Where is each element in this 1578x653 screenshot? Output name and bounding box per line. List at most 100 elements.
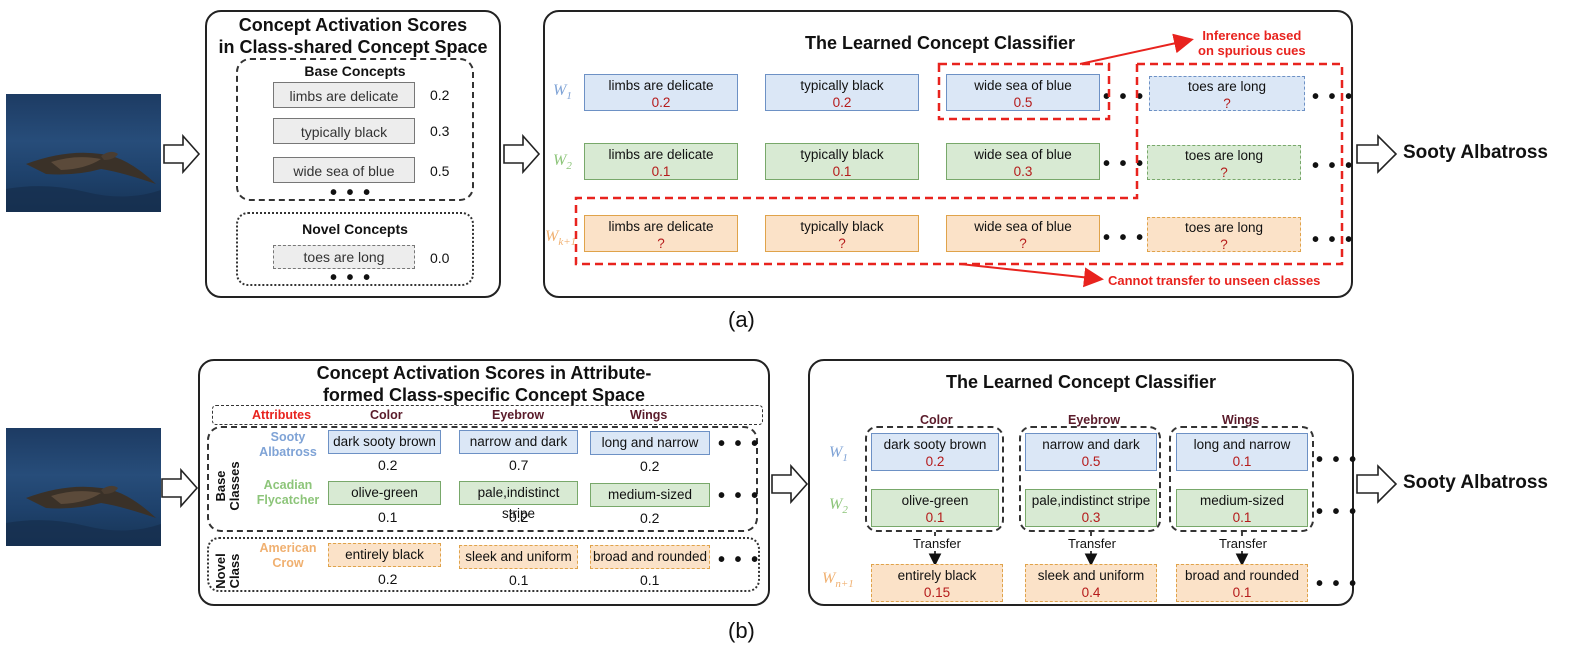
- base-concept-2: typically black: [273, 118, 415, 144]
- b-acadian-color: olive-green: [328, 481, 441, 505]
- annotation-unseen: Cannot transfer to unseen classes: [1108, 273, 1321, 288]
- arrow-a-2: [503, 134, 541, 174]
- scores-title-b: Concept Activation Scores in Attribute-f…: [316, 363, 652, 405]
- transfer-label-3: Transfer: [1217, 536, 1269, 551]
- wk1-label-a: Wk+1: [545, 228, 577, 249]
- w2-label-b: W2: [829, 496, 848, 517]
- wn1-label-b: Wn+1: [822, 570, 854, 591]
- group-eyebrow: [1019, 426, 1161, 532]
- novel-concepts-box: [236, 212, 474, 286]
- classifier-title-b: The Learned Concept Classifier: [945, 372, 1217, 392]
- attr-eyebrow-b: Eyebrow: [492, 408, 545, 422]
- novel-concepts-header: Novel Concepts: [302, 221, 408, 237]
- ellipsis-b-cls-r2: • • •: [1316, 501, 1359, 523]
- cls-a-r1-c4: toes are long?: [1149, 76, 1305, 111]
- red-annotation-overlay-a: [574, 33, 1344, 288]
- b-sooty-wings: long and narrow: [590, 431, 710, 455]
- base-score-3: 0.5: [430, 163, 450, 179]
- arrow-b-1: [161, 468, 199, 508]
- attr-color-b: Color: [370, 408, 403, 422]
- w1-label-b: W1: [829, 444, 848, 465]
- cls-a-r2-c4: toes are long?: [1147, 145, 1301, 180]
- b-acadian-wings: medium-sized: [590, 483, 710, 507]
- base-concept-3: wide sea of blue: [273, 157, 415, 183]
- novel-concept-1: toes are long: [273, 245, 415, 269]
- spurious-cue-highlight: [937, 62, 1111, 121]
- b-acadian-wings-score: 0.2: [640, 510, 660, 526]
- cls-a-r3-c3: wide sea of blue?: [946, 215, 1100, 252]
- arrow-a-1: [163, 134, 201, 174]
- base-classes-label: Base Classes: [213, 461, 242, 511]
- classifier-title-a: The Learned Concept Classifier: [804, 33, 1076, 53]
- arrow-unseen: [959, 263, 1104, 288]
- arrow-spurious: [1079, 33, 1194, 65]
- cls-a-r3-c2: typically black?: [765, 215, 919, 252]
- attr-wings-cls: Wings: [1222, 413, 1260, 427]
- cls-a-r3-c4: toes are long?: [1147, 217, 1301, 252]
- w1-label-a: W1: [553, 82, 572, 103]
- novel-class-label: Novel Class: [213, 553, 242, 589]
- b-sooty-eyebrow-score: 0.7: [509, 457, 529, 473]
- novel-score-1: 0.0: [430, 250, 450, 266]
- b-crow-color-score: 0.2: [378, 571, 398, 587]
- ellipsis-a-r3: • • •: [1103, 227, 1146, 249]
- group-color: [865, 426, 1004, 532]
- caption-a: (a): [728, 307, 755, 332]
- b-sooty-eyebrow: narrow and dark: [459, 430, 578, 454]
- novel-class-box: [207, 537, 760, 592]
- ellipsis-a-r1b: • • •: [1312, 86, 1355, 108]
- base-ellipsis: • • •: [330, 182, 373, 204]
- b-crow-wings-score: 0.1: [640, 572, 660, 588]
- ellipsis-a-r3b: • • •: [1312, 229, 1355, 251]
- ellipsis-b-r1: • • •: [718, 433, 761, 455]
- ellipsis-a-r2: • • •: [1103, 153, 1146, 175]
- base-score-1: 0.2: [430, 87, 450, 103]
- attributes-row-box: [212, 405, 763, 425]
- arrow-b-2: [771, 464, 809, 504]
- b-acadian-eyebrow-score: 0.2: [509, 509, 529, 525]
- transfer-label-2: Transfer: [1066, 536, 1118, 551]
- attr-wings-b: Wings: [630, 408, 668, 422]
- attributes-label: Attributes: [252, 408, 312, 422]
- base-classes-box: [207, 426, 758, 532]
- b-crow-color: entirely black: [328, 543, 441, 567]
- output-label-b: Sooty Albatross: [1403, 472, 1548, 493]
- base-concepts-box: [236, 58, 474, 201]
- b-crow-eyebrow: sleek and uniform: [459, 545, 578, 569]
- w2-label-a: W2: [553, 152, 572, 173]
- attr-color-cls: Color: [920, 413, 953, 427]
- arrow-a-3: [1356, 134, 1398, 174]
- b-acadian-color-score: 0.1: [378, 509, 398, 525]
- b-sooty-color-score: 0.2: [378, 457, 398, 473]
- base-concept-1: limbs are delicate: [273, 82, 415, 108]
- b-crow-eyebrow-score: 0.1: [509, 572, 529, 588]
- base-concepts-header: Base Concepts: [304, 63, 406, 79]
- group-wings: [1169, 426, 1314, 532]
- ellipsis-b-cls-r1: • • •: [1316, 449, 1359, 471]
- ellipsis-a-r1: • • •: [1103, 86, 1146, 108]
- ellipsis-b-r2: • • •: [718, 485, 761, 507]
- cls-a-r3-c1: limbs are delicate?: [584, 215, 738, 252]
- output-label-a: Sooty Albatross: [1403, 142, 1548, 163]
- unseen-class-highlight: [574, 62, 1344, 266]
- ellipsis-b-r3: • • •: [718, 549, 761, 571]
